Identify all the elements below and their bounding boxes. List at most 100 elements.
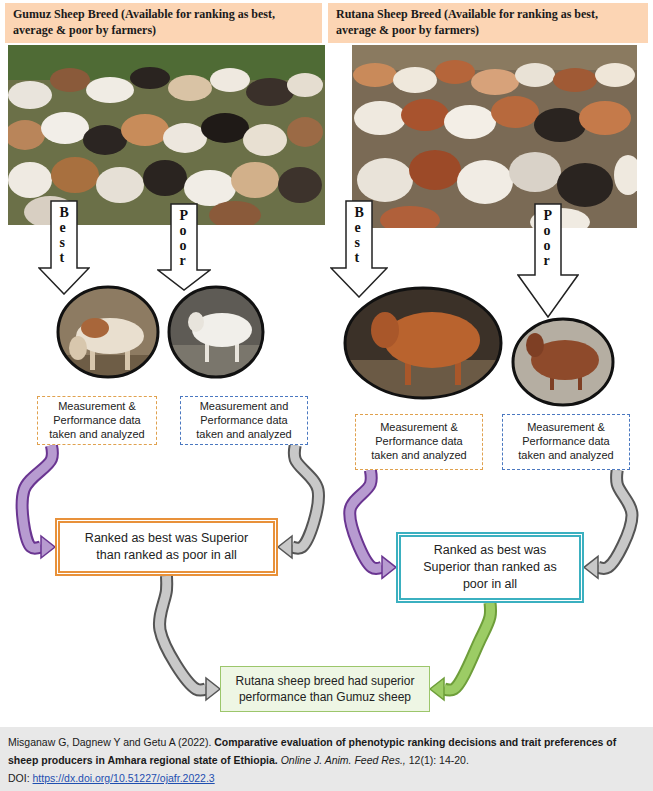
- block-arrow-outline: [518, 204, 578, 317]
- box-text: Gumuz Sheep Breed (Available for ranking…: [13, 7, 314, 38]
- rutana-herd-photo-part: [579, 101, 631, 135]
- rutana-herd-photo-part: [352, 45, 637, 228]
- box-text: Measurement & Performance data taken and…: [361, 421, 477, 462]
- gumuz-herd-photo-part: [50, 68, 90, 92]
- rutana-herd-photo: [352, 45, 637, 228]
- rutana-best-sheep-photo-part: [345, 288, 501, 398]
- gumuz-herd-photo-part: [86, 77, 134, 103]
- rutana-herd-photo-part: [614, 155, 637, 195]
- dashed-box: Measurement & Performance data taken and…: [502, 414, 630, 470]
- rutana-herd-photo-part: [401, 99, 449, 131]
- gumuz-best-sheep-photo: [58, 287, 158, 377]
- result-box: Ranked as best was Superior than ranked …: [396, 532, 584, 603]
- gumuz-herd-photo-part: [246, 78, 294, 106]
- gumuz-herd-photo-part: [287, 73, 323, 97]
- rutana-herd-photo-part: [509, 152, 561, 192]
- rutana-herd-photo-part: [354, 101, 406, 135]
- arrow-label: Best: [355, 205, 362, 265]
- rutana-herd-photo-part: [515, 63, 555, 87]
- gumuz-poor-sheep-photo: [169, 287, 263, 377]
- rutana-herd-photo-part: [393, 67, 437, 93]
- gumuz-best-sheep-photo-part-part: [58, 287, 158, 377]
- gumuz-herd-photo-part: [8, 162, 52, 198]
- box-text: Ranked as best was Superior than ranked …: [413, 542, 567, 593]
- gumuz-herd-photo-part: [8, 120, 45, 150]
- rutana-herd-photo-part: [435, 60, 475, 84]
- gumuz-herd-photo-part: [243, 124, 287, 156]
- block-arrow: Best: [38, 200, 90, 295]
- arrow-body: [159, 576, 206, 690]
- box-text: Rutana sheep breed had superior performa…: [231, 673, 419, 705]
- block-arrow: Poor: [157, 203, 211, 291]
- citation-text: Misganaw G, Dagnew Y and Getu A (2022).: [8, 736, 211, 748]
- arrow-outline: [350, 470, 382, 568]
- arrow-outline: [292, 445, 318, 548]
- header-box: Gumuz Sheep Breed (Available for ranking…: [5, 3, 322, 43]
- curved-arrow: [350, 470, 396, 578]
- rutana-poor-sheep-photo-part-part: [526, 333, 544, 357]
- gumuz-herd-photo-part: [184, 170, 236, 206]
- gumuz-herd-photo-part: [41, 112, 89, 144]
- curved-arrow: [22, 445, 55, 558]
- arrow-body: [350, 470, 382, 568]
- rutana-poor-sheep-photo-part-part: [513, 319, 613, 405]
- gumuz-poor-sheep-photo-part-part: [188, 312, 204, 332]
- header-box: Rutana Sheep Breed (Available for rankin…: [328, 3, 648, 43]
- gumuz-best-sheep-photo-part-part: [69, 336, 87, 360]
- gumuz-herd-photo-part: [8, 81, 52, 109]
- dashed-box: Measurement and Performance data taken a…: [180, 396, 308, 445]
- gumuz-herd-photo-part: [51, 157, 99, 193]
- arrow-label: Poor: [544, 208, 551, 268]
- arrow-body: [292, 445, 318, 548]
- dashed-box: Measurement & Performance data taken and…: [37, 396, 157, 445]
- gumuz-best-sheep-photo-part: [58, 287, 158, 377]
- arrow-outline: [22, 445, 52, 548]
- gumuz-poor-sheep-photo-part: [169, 287, 263, 377]
- gumuz-herd-photo-part: [168, 75, 212, 101]
- block-arrow-outline: [39, 201, 89, 294]
- gumuz-herd-photo-part: [210, 68, 250, 92]
- box-text: Measurement & Performance data taken and…: [508, 421, 624, 462]
- rutana-poor-sheep-photo: [513, 319, 613, 405]
- gumuz-herd-photo: [8, 45, 325, 225]
- gumuz-best-sheep-photo-part-part: [81, 318, 109, 338]
- rutana-best-sheep-photo-part: [345, 288, 501, 398]
- arrow-label: Poor: [180, 208, 187, 268]
- block-arrow-outline: [158, 204, 210, 290]
- curved-arrow: [278, 445, 318, 558]
- rutana-best-sheep-photo: [345, 288, 501, 398]
- rutana-herd-photo-part: [352, 45, 637, 70]
- arrow-head: [206, 678, 220, 700]
- rutana-best-sheep-photo-part-part: [384, 312, 480, 368]
- block-arrow: Poor: [517, 203, 579, 318]
- dashed-box: Measurement & Performance data taken and…: [355, 414, 483, 470]
- block-arrow-outline: [331, 201, 387, 297]
- box-text: Measurement and Performance data taken a…: [186, 400, 302, 441]
- rutana-herd-photo-part: [457, 160, 513, 204]
- box-text: Ranked as best was Superior than ranked …: [72, 530, 261, 564]
- gumuz-herd-photo-part: [143, 160, 187, 196]
- arrow-head: [382, 556, 396, 578]
- block-arrow: Best: [330, 200, 388, 298]
- arrow-outline: [159, 576, 206, 690]
- arrow-label: Best: [60, 205, 67, 265]
- rutana-best-sheep-photo-part-part: [345, 288, 501, 398]
- curved-arrow: [159, 576, 220, 700]
- gumuz-poor-sheep-photo-part-part: [169, 287, 263, 377]
- arrow-body: [598, 470, 632, 568]
- rutana-herd-photo-part: [471, 69, 519, 95]
- rutana-herd-photo-part: [409, 150, 461, 190]
- rutana-herd-photo-part: [491, 96, 539, 128]
- arrow-body: [22, 445, 52, 548]
- gumuz-best-sheep-photo-part: [58, 287, 158, 377]
- gumuz-herd-photo-part: [83, 125, 127, 155]
- rutana-herd-photo-part: [534, 108, 586, 142]
- box-text: Measurement & Performance data taken and…: [43, 400, 151, 441]
- arrow-outline: [444, 603, 490, 690]
- rutana-herd-photo-part: [595, 63, 635, 87]
- gumuz-poor-sheep-photo-part: [169, 287, 263, 377]
- citation-text: Online J. Anim. Feed Res.,: [281, 754, 406, 766]
- gumuz-herd-photo-part: [163, 123, 207, 153]
